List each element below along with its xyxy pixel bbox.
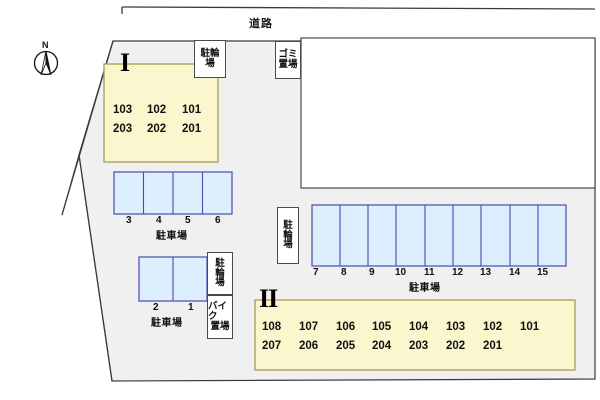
building-1-footprint[interactable] bbox=[103, 63, 219, 163]
garbage-area-line2: 置場 bbox=[278, 59, 298, 70]
unit-number[interactable]: 202 bbox=[446, 340, 466, 352]
unit-number[interactable]: 202 bbox=[147, 123, 167, 135]
unit-number[interactable]: 105 bbox=[372, 321, 392, 333]
unit-number[interactable]: 203 bbox=[409, 340, 429, 352]
parking-slot-number[interactable]: 6 bbox=[215, 215, 221, 226]
building-2-marker: II bbox=[259, 284, 278, 313]
parking-lot-lower-left[interactable] bbox=[138, 256, 208, 302]
road-label: 道路 bbox=[249, 18, 273, 30]
compass-icon bbox=[33, 50, 59, 76]
neighbor-property-area bbox=[300, 37, 596, 189]
parking-slot-number[interactable]: 3 bbox=[126, 215, 132, 226]
motorcycle-parking-box[interactable]: バイク 置場 bbox=[207, 295, 233, 339]
bicycle-parking-right-line1: 駐 bbox=[283, 219, 293, 231]
unit-number[interactable]: 104 bbox=[409, 321, 429, 333]
bicycle-parking-right-line3: 場 bbox=[283, 239, 293, 251]
garbage-area-line1: ゴミ bbox=[278, 49, 298, 61]
bicycle-parking-mid-line1: 駐 bbox=[215, 257, 225, 269]
bicycle-parking-top-box[interactable]: 駐輪 場 bbox=[194, 40, 226, 78]
unit-number[interactable]: 108 bbox=[262, 321, 282, 333]
bicycle-parking-mid-box[interactable]: 駐 輪 場 bbox=[207, 252, 233, 295]
unit-number[interactable]: 101 bbox=[182, 104, 202, 116]
bicycle-parking-top-line2: 場 bbox=[205, 58, 215, 69]
parking-slot-number[interactable]: 1 bbox=[188, 302, 194, 313]
garbage-area-box[interactable]: ゴミ 置場 bbox=[275, 41, 301, 79]
parking-slot-number[interactable]: 15 bbox=[537, 267, 549, 278]
bicycle-parking-right-box[interactable]: 駐 輪 場 bbox=[277, 207, 299, 264]
parking-slot-number[interactable]: 2 bbox=[153, 302, 159, 313]
parking-slot-number[interactable]: 12 bbox=[452, 267, 464, 278]
unit-number[interactable]: 107 bbox=[299, 321, 319, 333]
unit-number[interactable]: 206 bbox=[299, 340, 319, 352]
parking-lot-right-outline[interactable] bbox=[311, 204, 567, 267]
road-boundary bbox=[121, 6, 596, 14]
unit-number[interactable]: 102 bbox=[483, 321, 503, 333]
motorcycle-parking-line1: バイク bbox=[208, 301, 228, 323]
parking-slot-number[interactable]: 13 bbox=[480, 267, 492, 278]
building-1-marker: I bbox=[120, 48, 130, 77]
parking-slot-number[interactable]: 9 bbox=[369, 267, 375, 278]
unit-number[interactable]: 106 bbox=[336, 321, 356, 333]
parking-slot-number[interactable]: 8 bbox=[341, 267, 347, 278]
bicycle-parking-mid-line2: 輪 bbox=[215, 267, 225, 279]
parking-lot-label: 駐車場 bbox=[156, 231, 188, 242]
parking-slot-number[interactable]: 5 bbox=[185, 215, 191, 226]
bicycle-parking-right-line2: 輪 bbox=[283, 229, 293, 241]
parking-slot-number[interactable]: 11 bbox=[424, 267, 435, 278]
unit-number[interactable]: 204 bbox=[372, 340, 392, 352]
unit-number[interactable]: 101 bbox=[520, 321, 540, 333]
building-2-footprint[interactable] bbox=[254, 299, 576, 371]
compass-north-label: N bbox=[42, 40, 49, 50]
parking-slot-number[interactable]: 14 bbox=[509, 267, 521, 278]
bicycle-parking-top-line1: 駐輪 bbox=[200, 48, 220, 60]
unit-number[interactable]: 103 bbox=[446, 321, 466, 333]
unit-number[interactable]: 103 bbox=[113, 104, 133, 116]
parking-slot-number[interactable]: 10 bbox=[395, 267, 407, 278]
unit-number[interactable]: 205 bbox=[336, 340, 356, 352]
parking-slot-number[interactable]: 4 bbox=[156, 215, 162, 226]
motorcycle-parking-line2: 置場 bbox=[210, 320, 230, 332]
unit-number[interactable]: 201 bbox=[182, 123, 202, 135]
unit-number[interactable]: 102 bbox=[147, 104, 167, 116]
unit-number[interactable]: 201 bbox=[483, 340, 503, 352]
unit-number[interactable]: 203 bbox=[113, 123, 133, 135]
parking-lot-right[interactable] bbox=[311, 204, 567, 267]
bicycle-parking-mid-line3: 場 bbox=[215, 277, 225, 289]
parking-lot-upper-left[interactable] bbox=[113, 171, 233, 215]
parking-lot-label: 駐車場 bbox=[409, 283, 441, 294]
parking-lot-label: 駐車場 bbox=[151, 318, 183, 329]
parking-slot-number[interactable]: 7 bbox=[313, 267, 319, 278]
unit-number[interactable]: 207 bbox=[262, 340, 282, 352]
